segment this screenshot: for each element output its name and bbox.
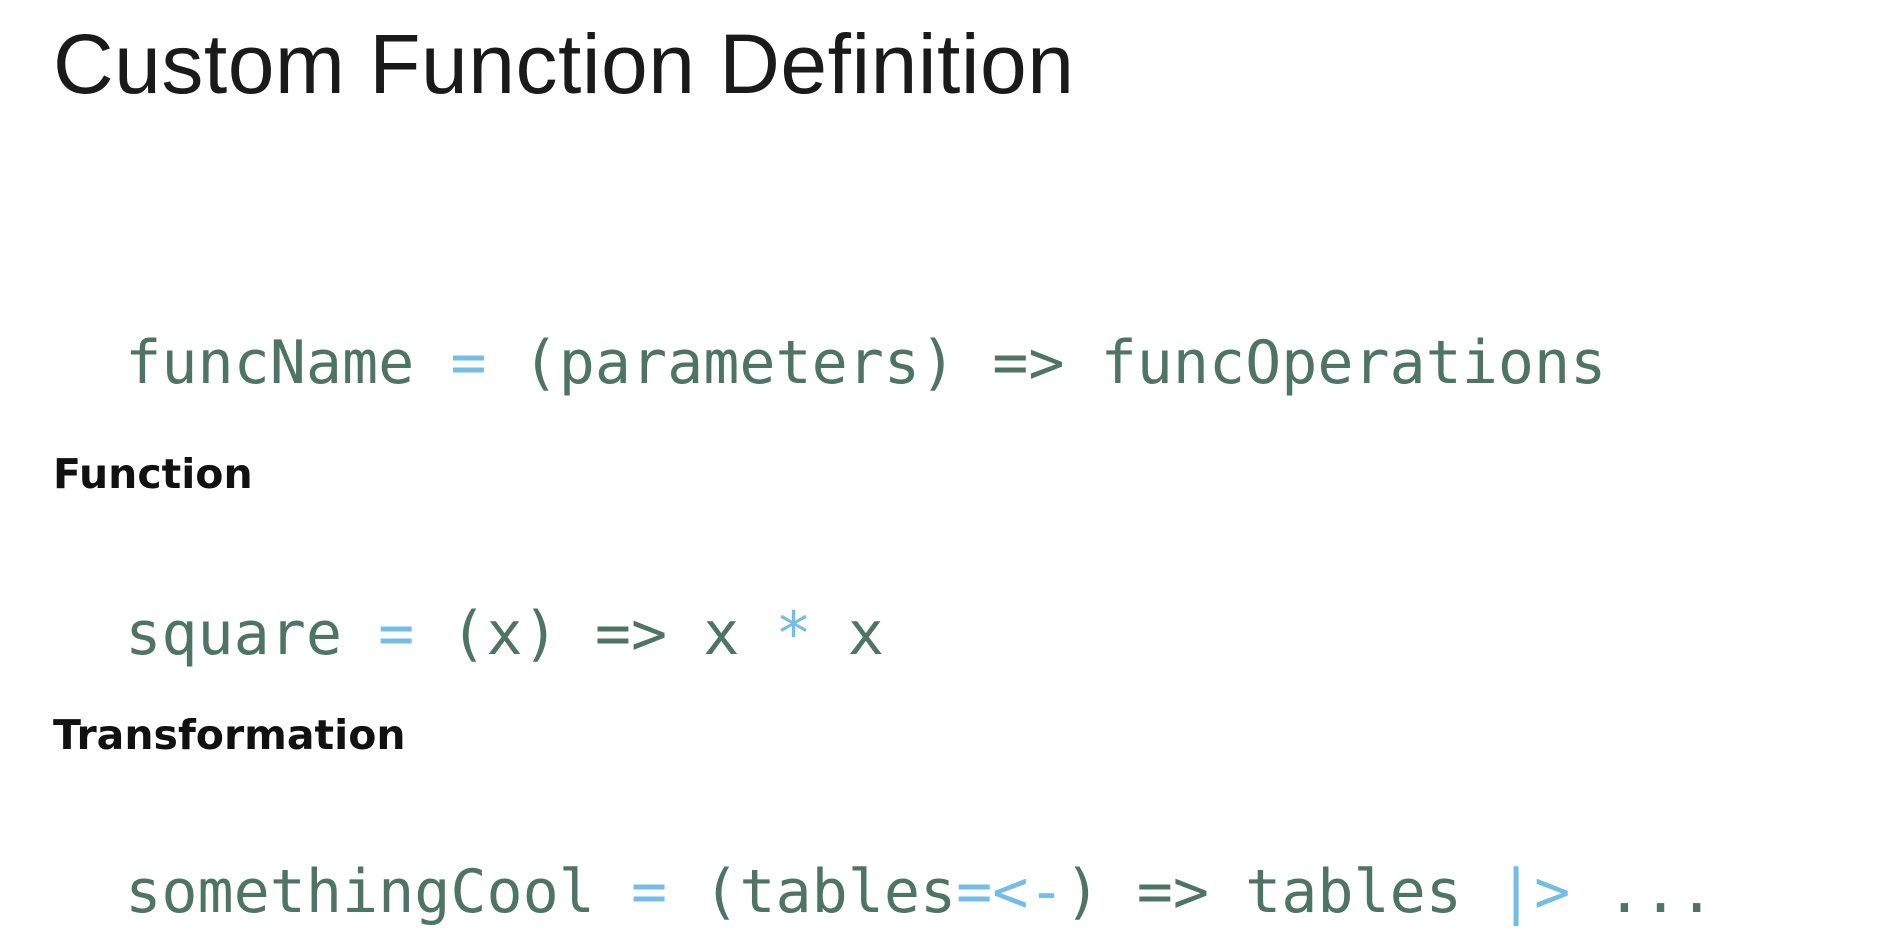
operator-token: = [630,857,668,927]
function-example-code: square = (x) => x * x [53,526,884,670]
code-token: somethingCool [125,857,631,927]
operator-token: * [775,599,812,669]
syntax-definition-code: funcName = (parameters) => funcOperation… [53,255,1606,399]
code-token: funcName [125,328,451,398]
code-token: square [125,599,379,669]
operator-token: = [378,599,415,669]
code-token: ... [1570,857,1715,927]
operator-token: =<- [956,857,1065,927]
code-token: (x) => x [414,599,776,669]
transformation-example-code: somethingCool = (tables=<-) => tables |>… [53,784,1715,928]
operator-token: = [450,328,487,398]
code-token: (tables [667,857,957,927]
code-token: (parameters) => funcOperations [486,328,1607,398]
code-token: x [811,599,884,669]
section-label-transformation: Transformation [53,711,406,759]
slide-title: Custom Function Definition [53,17,1075,111]
operator-token: |> [1497,857,1571,927]
section-label-function: Function [53,450,253,498]
code-token: ) => tables [1064,857,1498,927]
